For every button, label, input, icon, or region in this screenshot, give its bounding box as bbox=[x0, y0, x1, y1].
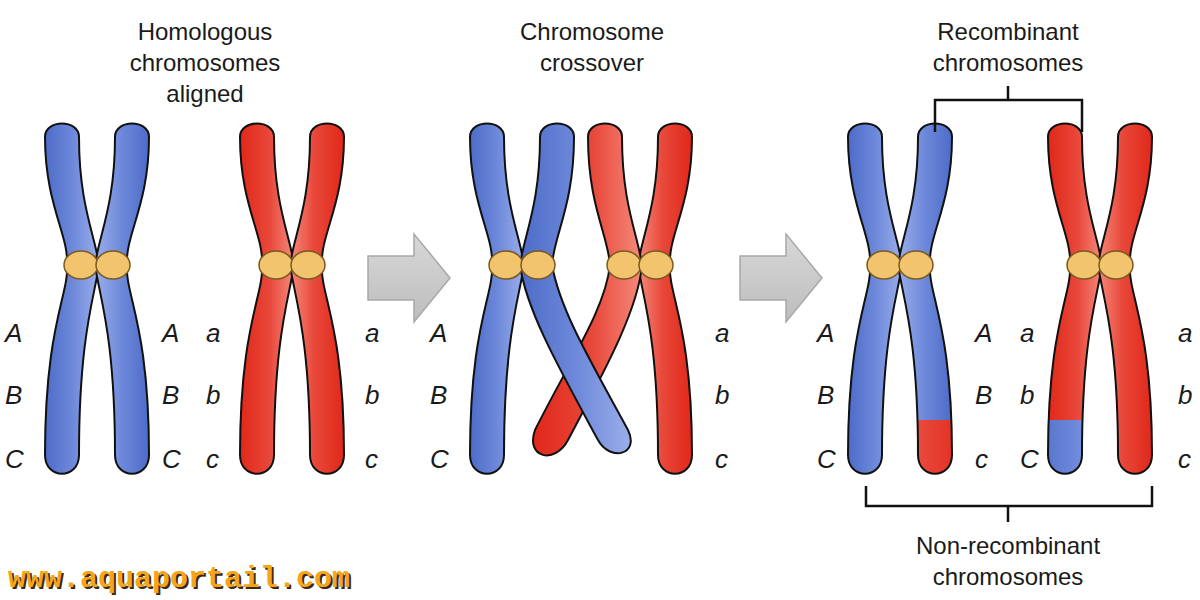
centromere bbox=[64, 251, 98, 279]
red-chromosome bbox=[240, 124, 344, 474]
chromatid bbox=[848, 124, 902, 474]
centromere bbox=[867, 251, 901, 279]
chromatid bbox=[45, 124, 99, 474]
allele-label: C bbox=[162, 443, 181, 475]
centromere bbox=[639, 251, 673, 279]
chromatid bbox=[290, 124, 344, 474]
centromere bbox=[291, 251, 325, 279]
allele-label: B bbox=[430, 379, 447, 411]
allele-label: b bbox=[1020, 379, 1034, 411]
step-arrow bbox=[368, 234, 450, 322]
exchanged-segment bbox=[1030, 420, 1120, 500]
allele-label: c bbox=[1178, 443, 1191, 475]
allele-label: c bbox=[365, 443, 378, 475]
allele-label: a bbox=[715, 317, 729, 349]
allele-label: c bbox=[206, 443, 219, 475]
allele-label: C bbox=[430, 443, 449, 475]
crossing-chromatid bbox=[520, 124, 631, 454]
panel-heading: Non-recombinant chromosomes bbox=[893, 530, 1123, 592]
allele-label: B bbox=[5, 379, 22, 411]
panel-heading: Recombinant chromosomes bbox=[908, 16, 1108, 78]
chromatid bbox=[240, 124, 294, 474]
allele-label: c bbox=[975, 443, 988, 475]
recombinant-chromatid bbox=[880, 124, 970, 501]
allele-label: A bbox=[975, 317, 992, 349]
allele-label: b bbox=[206, 379, 220, 411]
allele-label: b bbox=[1178, 379, 1192, 411]
centromere bbox=[1099, 251, 1133, 279]
panel-heading: Homologous chromosomes aligned bbox=[115, 16, 295, 109]
allele-label: A bbox=[430, 317, 447, 349]
allele-label: c bbox=[715, 443, 728, 475]
chromatid bbox=[638, 124, 692, 474]
chromatid-outline bbox=[1048, 124, 1102, 474]
allele-label: a bbox=[206, 317, 220, 349]
allele-label: A bbox=[5, 317, 22, 349]
allele-label: C bbox=[1020, 443, 1039, 475]
watermark: www.aquaportail.com bbox=[8, 562, 350, 596]
allele-label: B bbox=[975, 379, 992, 411]
allele-label: a bbox=[365, 317, 379, 349]
allele-label: C bbox=[5, 443, 24, 475]
allele-label: b bbox=[365, 379, 379, 411]
allele-label: a bbox=[1020, 317, 1034, 349]
centromere bbox=[521, 251, 555, 279]
centromere bbox=[489, 251, 523, 279]
chromatid-outline bbox=[898, 124, 952, 474]
chromatid bbox=[1098, 124, 1152, 474]
allele-label: B bbox=[162, 379, 179, 411]
allele-label: A bbox=[817, 317, 834, 349]
centromere bbox=[899, 251, 933, 279]
blue-chromosome bbox=[45, 124, 149, 474]
step-arrow bbox=[740, 234, 822, 322]
allele-label: C bbox=[817, 443, 836, 475]
centromere bbox=[1067, 251, 1101, 279]
centromere bbox=[259, 251, 293, 279]
allele-label: a bbox=[1178, 317, 1192, 349]
allele-label: b bbox=[715, 379, 729, 411]
crossover-chromosomes bbox=[470, 124, 692, 474]
red-chromosome bbox=[1030, 124, 1152, 501]
allele-label: A bbox=[162, 317, 179, 349]
bracket bbox=[935, 86, 1082, 132]
panel-heading: Chromosome crossover bbox=[492, 16, 692, 78]
exchanged-segment bbox=[880, 420, 970, 500]
chromatid bbox=[95, 124, 149, 474]
chromatid bbox=[470, 124, 524, 474]
centromere bbox=[607, 251, 641, 279]
centromere bbox=[96, 251, 130, 279]
bracket bbox=[866, 486, 1152, 522]
allele-label: B bbox=[817, 379, 834, 411]
blue-chromosome bbox=[848, 124, 970, 501]
